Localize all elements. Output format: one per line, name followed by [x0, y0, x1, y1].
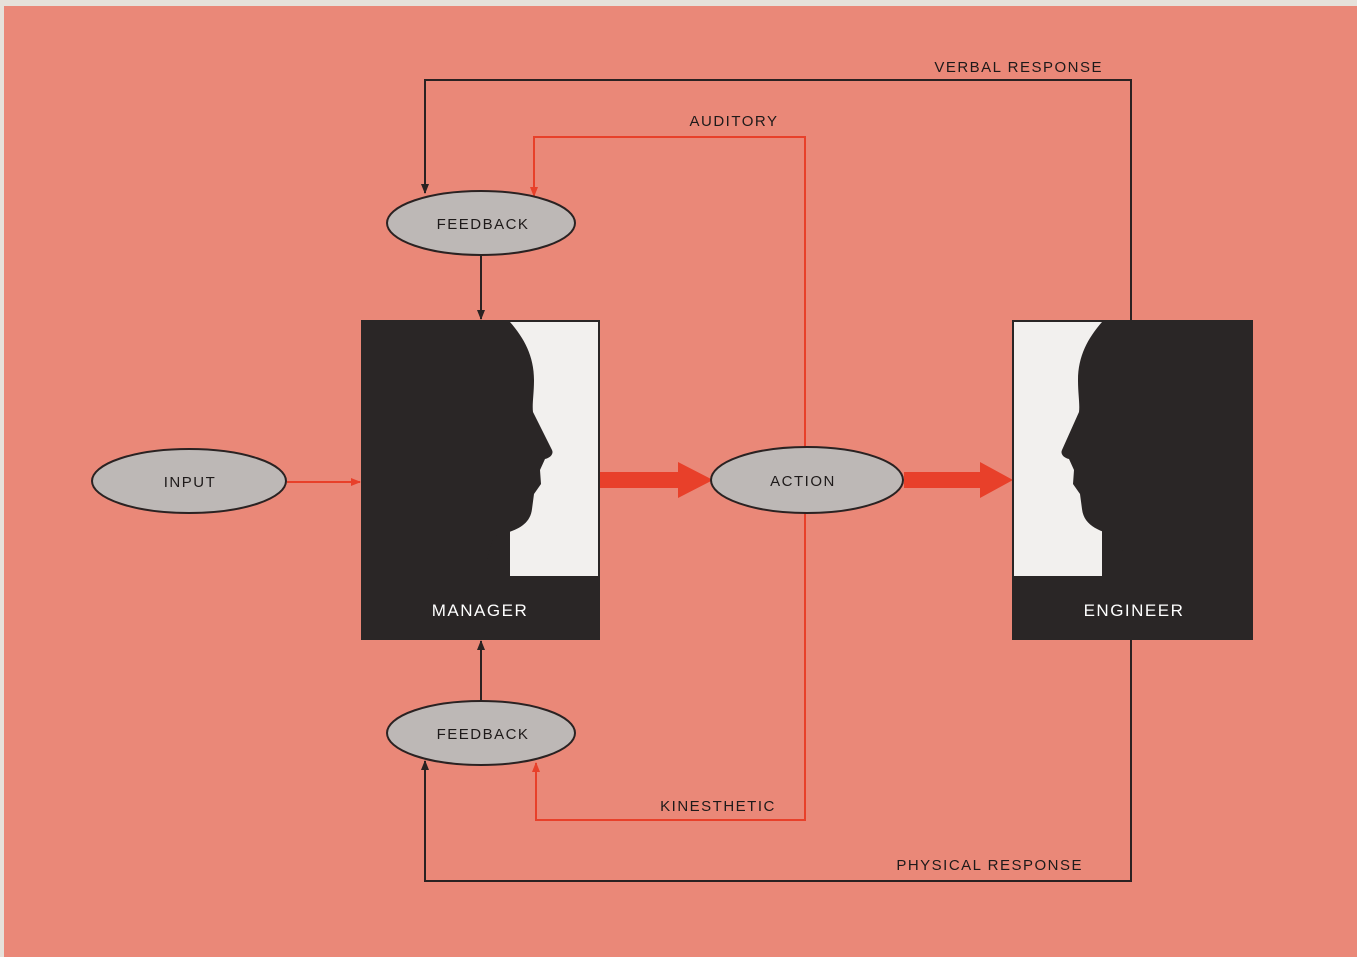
physical-response-label: PHYSICAL RESPONSE [896, 857, 1083, 874]
auditory-connector [530, 136, 806, 447]
manager-profile-icon [361, 320, 600, 640]
action-to-engineer-thick-arrow [904, 462, 1013, 498]
verbal-response-connector [421, 79, 1132, 320]
input-label: INPUT [164, 474, 217, 491]
input-node [91, 448, 287, 514]
feedback-top-label: FEEDBACK [437, 216, 530, 233]
engineer-box: ENGINEER [1012, 320, 1253, 640]
engineer-label: ENGINEER [1084, 601, 1185, 620]
feedback-top-node [386, 190, 576, 256]
manager-to-action-thick-arrow [600, 462, 713, 498]
feedback-bottom-node [386, 700, 576, 766]
action-node [710, 446, 904, 514]
action-label: ACTION [770, 473, 836, 490]
auditory-label: AUDITORY [690, 113, 779, 130]
physical-response-connector [421, 640, 1132, 882]
manager-label: MANAGER [432, 601, 528, 620]
feedback-bottom-label: FEEDBACK [437, 726, 530, 743]
kinesthetic-connector [532, 513, 806, 821]
verbal-response-label: VERBAL RESPONSE [934, 59, 1103, 76]
kinesthetic-label: KINESTHETIC [660, 798, 776, 815]
engineer-profile-icon [1012, 320, 1253, 640]
manager-box: MANAGER [361, 320, 600, 640]
